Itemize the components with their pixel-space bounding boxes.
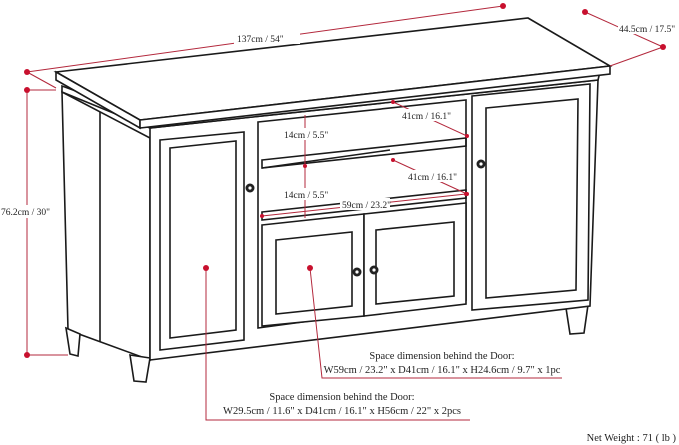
dimension-dot (24, 69, 30, 75)
dimension-dot (582, 9, 588, 15)
dimension-labels: 137cm / 54" 44.5cm / 17.5" 76.2cm / 30" … (0, 22, 678, 218)
knob-hole (248, 186, 252, 190)
dimension-dot (660, 44, 666, 50)
dimension-dot (391, 158, 395, 162)
net-weight: Net Weight : 71 ( lb ) (587, 433, 677, 444)
width-label: 137cm / 54" (237, 35, 284, 45)
width-extension-line (26, 71, 57, 89)
shelf-depth-upper-label: 41cm / 16.1" (402, 112, 451, 122)
shelf-height-upper-label: 14cm / 5.5" (284, 131, 328, 141)
label-background (0, 205, 56, 218)
center-door-note-spec: W59cm / 23.2" x D41cm / 16.1" x H24.6cm … (324, 365, 561, 376)
dimension-dot (24, 87, 30, 93)
label-background (400, 109, 450, 121)
leg-front-right (565, 304, 589, 335)
center-door-right-panel (375, 221, 455, 305)
center-door-note-title: Space dimension behind the Door: (369, 351, 514, 362)
dimension-dot (500, 3, 506, 9)
dimension-dot (303, 164, 307, 168)
shelf-height-lower-label: 14cm / 5.5" (284, 191, 328, 201)
knob-hole (479, 162, 483, 166)
depth-label: 44.5cm / 17.5" (619, 25, 675, 35)
left-door (159, 131, 245, 351)
upper-shelf-edge (261, 149, 391, 169)
right-door-panel (485, 98, 579, 299)
center-door-leader-line (309, 267, 562, 379)
cabinet-drawing (53, 17, 613, 383)
dimension-dot (24, 352, 30, 358)
shelf-width-label: 59cm / 23.2" (342, 201, 391, 211)
center-door-right (363, 202, 467, 317)
left-door-panel (169, 140, 237, 339)
label-background (282, 128, 330, 140)
label-background (618, 22, 678, 34)
dimension-dot (465, 134, 469, 138)
right-door (471, 83, 591, 311)
upper-shelf (261, 137, 467, 169)
center-door-left-panel (275, 231, 353, 315)
dimension-dot (260, 214, 264, 218)
center-door-left (261, 213, 365, 327)
label-background (234, 32, 300, 44)
label-background (406, 170, 456, 182)
label-background (340, 198, 390, 210)
knob-hole (355, 270, 359, 274)
label-background (282, 188, 330, 200)
shelf-depth-lower-label: 41cm / 16.1" (408, 173, 457, 183)
leader-dot (307, 265, 313, 271)
leader-dot (203, 265, 209, 271)
dimension-dot (464, 192, 468, 196)
notes: Space dimension behind the Door: W59cm /… (223, 351, 676, 444)
leg-back-left (64, 326, 81, 358)
height-label: 76.2cm / 30" (1, 208, 50, 218)
side-door-leader-line (205, 268, 470, 421)
side-door-note-spec: W29.5cm / 11.6" x D41cm / 16.1" x H56cm … (223, 406, 461, 417)
knob-hole (372, 268, 376, 272)
left-side-panel (61, 90, 151, 362)
top-edge-front (139, 65, 611, 129)
dimension-dot (391, 100, 395, 104)
depth-extension-line (609, 46, 664, 67)
leg-front-left (129, 354, 151, 383)
side-door-note-title: Space dimension behind the Door: (269, 392, 414, 403)
